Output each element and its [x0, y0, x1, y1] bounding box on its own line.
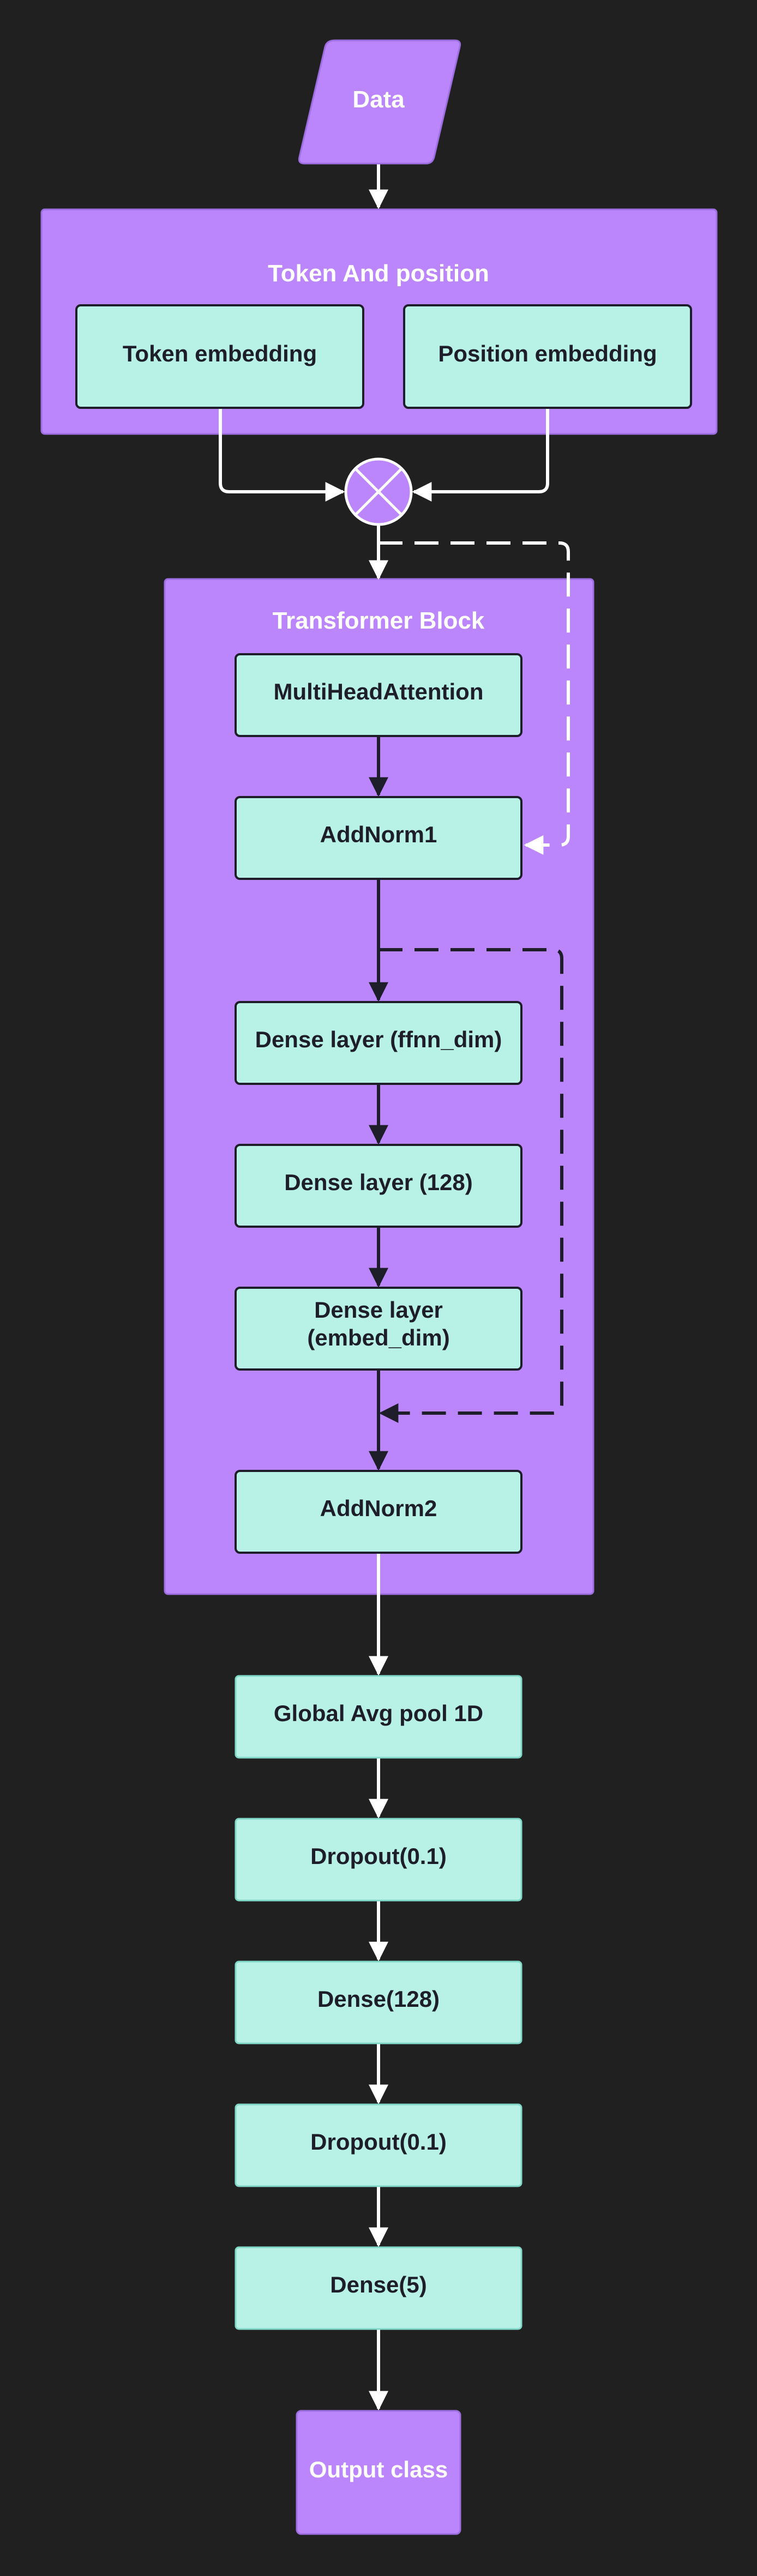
edge-residual-2 [378, 948, 563, 1423]
node-token-embedding[interactable]: Token embedding [75, 304, 364, 409]
edge-token-to-add [219, 408, 345, 502]
node-combine-operator[interactable] [344, 457, 413, 526]
edge-residual-1 [378, 541, 570, 855]
node-dense-128-inner[interactable]: Dense layer (128) [235, 1144, 522, 1228]
output-class-label: Output class [309, 2457, 448, 2482]
connectors-inner [369, 736, 563, 1471]
node-output-class[interactable]: Output class [296, 2410, 461, 2535]
dense-128-label: Dense(128) [317, 1986, 440, 2012]
transformer-block-title: Transformer Block [273, 607, 485, 634]
data-label: Data [352, 86, 405, 113]
connectors-outer [219, 164, 570, 2411]
dense-128-inner-label: Dense layer (128) [284, 1169, 473, 1195]
addnorm1-label: AddNorm1 [320, 822, 437, 847]
global-avg-pool-label: Global Avg pool 1D [274, 1700, 483, 1726]
dense-ffnn-label: Dense layer (ffnn_dim) [255, 1027, 502, 1052]
node-dense-ffnn[interactable]: Dense layer (ffnn_dim) [235, 1001, 522, 1085]
combine-cross-b [355, 468, 402, 516]
dense-embed-label-line2: (embed_dim) [307, 1325, 449, 1350]
node-dense-128[interactable]: Dense(128) [235, 1960, 522, 2044]
node-position-embedding[interactable]: Position embedding [403, 304, 692, 409]
dropout-2-label: Dropout(0.1) [310, 2129, 447, 2155]
node-multiheadattention[interactable]: MultiHeadAttention [235, 653, 522, 737]
dense-embed-label-line1: Dense layer [314, 1297, 443, 1323]
node-dropout-2[interactable]: Dropout(0.1) [235, 2103, 522, 2187]
node-data[interactable]: Data [298, 39, 461, 165]
data-parallelogram [298, 39, 461, 165]
addnorm2-label: AddNorm2 [320, 1495, 437, 1521]
edge-position-to-add [412, 408, 549, 502]
token-and-position-title: Token And position [268, 260, 489, 287]
token-embedding-label: Token embedding [123, 341, 317, 366]
dropout-1-label: Dropout(0.1) [310, 1843, 447, 1869]
node-dropout-1[interactable]: Dropout(0.1) [235, 1818, 522, 1902]
node-dense-embed[interactable]: Dense layer (embed_dim) [235, 1287, 522, 1371]
node-global-avg-pool[interactable]: Global Avg pool 1D [235, 1675, 522, 1759]
node-addnorm2[interactable]: AddNorm2 [235, 1470, 522, 1554]
mha-label: MultiHeadAttention [274, 679, 484, 704]
position-embedding-label: Position embedding [438, 341, 657, 366]
node-dense-5[interactable]: Dense(5) [235, 2246, 522, 2330]
node-addnorm1[interactable]: AddNorm1 [235, 796, 522, 880]
dense-5-label: Dense(5) [330, 2272, 426, 2297]
